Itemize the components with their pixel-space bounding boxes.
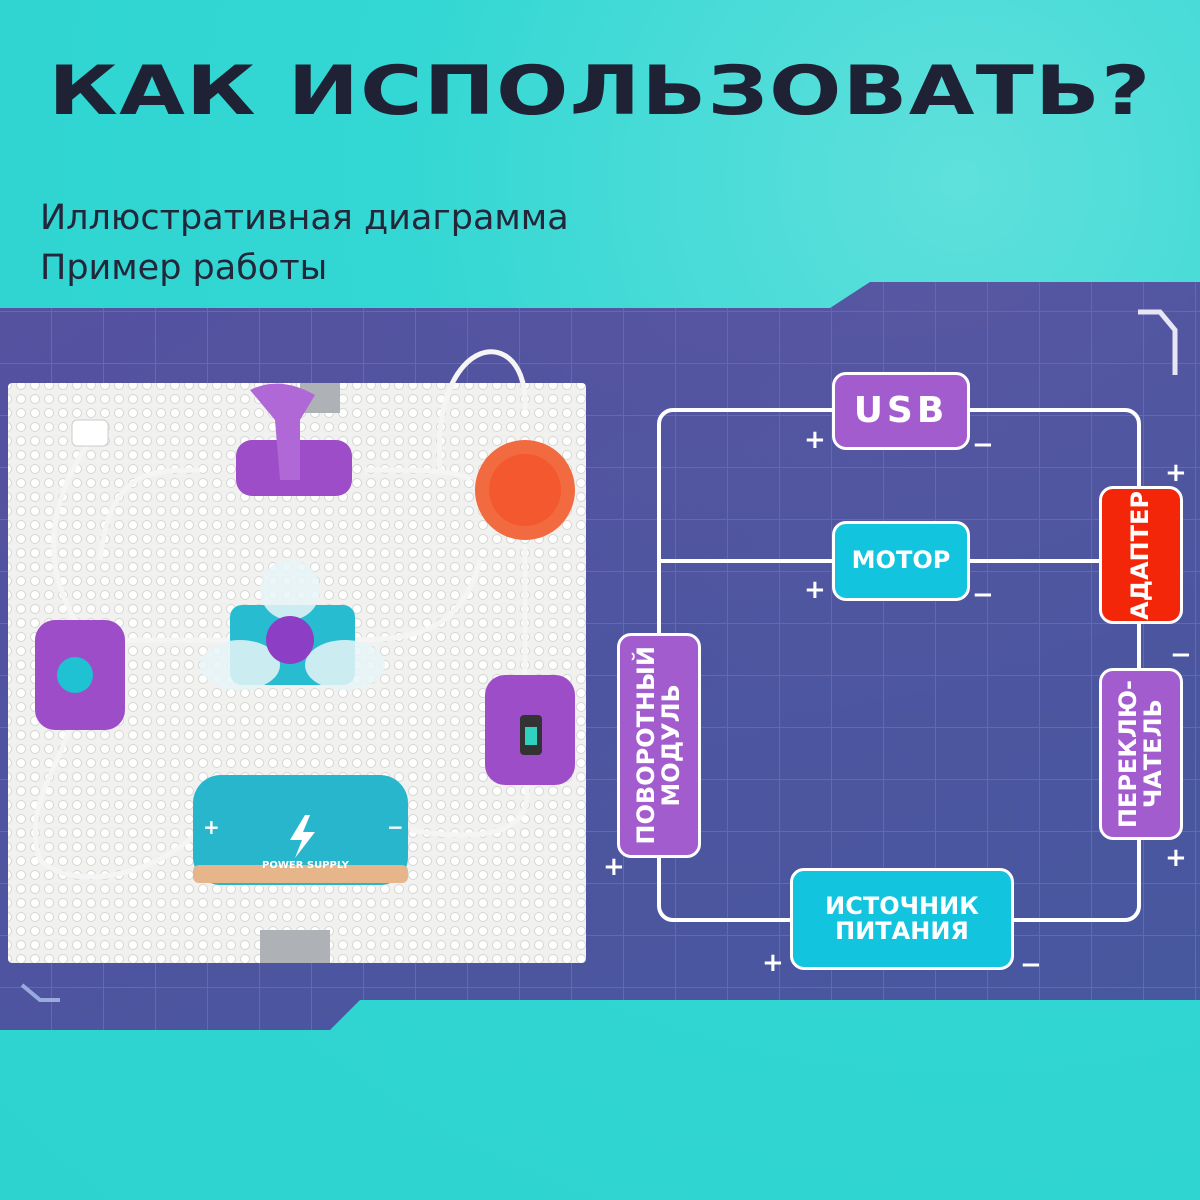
usb-block: USB xyxy=(832,372,970,450)
power-line-1: ИСТОЧНИК xyxy=(825,891,979,920)
adapter-minus: − xyxy=(1170,640,1192,670)
usb-minus: − xyxy=(972,430,994,460)
power-line-2: ПИТАНИЯ xyxy=(835,917,969,945)
adapter-plus: + xyxy=(1165,458,1187,488)
motor-minus: − xyxy=(972,580,994,610)
power-supply-label: POWER SUPPLY xyxy=(262,860,349,871)
adapter-block: АДАПТЕР xyxy=(1099,486,1183,624)
subtitle-line-1: Иллюстративная диаграмма xyxy=(40,198,569,238)
motor-block: МОТОР xyxy=(832,521,970,601)
usb-plus: + xyxy=(804,425,826,455)
circuit-board-photo xyxy=(8,349,586,963)
product-plus: + xyxy=(203,815,220,839)
page-title: КАК ИСПОЛЬЗОВАТЬ? xyxy=(48,52,1152,131)
motor-plus: + xyxy=(804,575,826,605)
product-minus: − xyxy=(387,815,404,839)
rotary-line-2: МОДУЛЬ xyxy=(657,684,685,807)
rotary-plus: + xyxy=(603,852,625,882)
power-minus: − xyxy=(1020,950,1042,980)
switch-line-2: ЧАТЕЛЬ xyxy=(1139,699,1167,809)
switch-plus: + xyxy=(1165,843,1187,873)
subtitle-line-2: Пример работы xyxy=(40,248,328,288)
power-plus: + xyxy=(762,948,784,978)
rotary-line-1: ПОВОРОТНЫЙ xyxy=(631,646,660,845)
switch-line-1: ПЕРЕКЛЮ- xyxy=(1113,679,1142,829)
adapter-label: АДАПТЕР xyxy=(1126,490,1155,620)
switch-block: ПЕРЕКЛЮ-ЧАТЕЛЬ xyxy=(1099,668,1183,840)
